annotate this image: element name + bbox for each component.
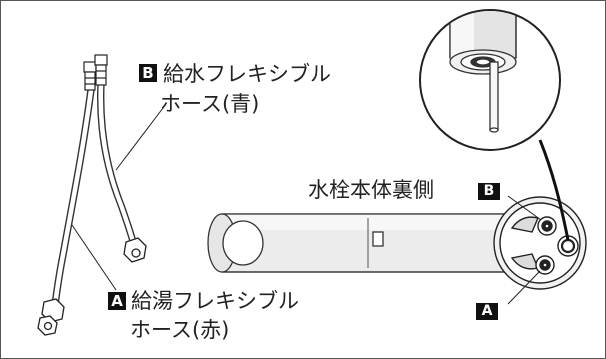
hose-b-label-line1: 給水フレキシブル — [163, 62, 331, 86]
hose-a-label-line1: 給湯フレキシブル — [131, 289, 299, 313]
faucet-back-title: 水栓本体裏側 — [308, 178, 434, 202]
badge-b-port: B — [478, 183, 500, 200]
faucet-body — [207, 213, 516, 273]
faucet-back-end — [493, 196, 587, 290]
hose-b-nut — [123, 237, 147, 263]
hose-b-cold — [97, 83, 138, 246]
hose-b-leader — [115, 107, 164, 171]
hose-top-fittings — [83, 54, 108, 91]
hose-a-nut — [37, 298, 65, 336]
port-a-leader — [507, 270, 541, 305]
badge-a-hose: A — [108, 292, 126, 310]
badge-b-hose: B — [139, 64, 157, 82]
hose-b-label-line2: ホース(青) — [160, 92, 260, 116]
inset-connector — [538, 139, 570, 241]
magnified-inset — [419, 9, 561, 151]
hose-a-label-line2: ホース(赤) — [130, 318, 230, 342]
hose-a-leader — [71, 224, 117, 291]
badge-a-port: A — [476, 303, 498, 320]
hose-a-hot — [51, 89, 95, 306]
port-b-leader — [507, 195, 542, 221]
